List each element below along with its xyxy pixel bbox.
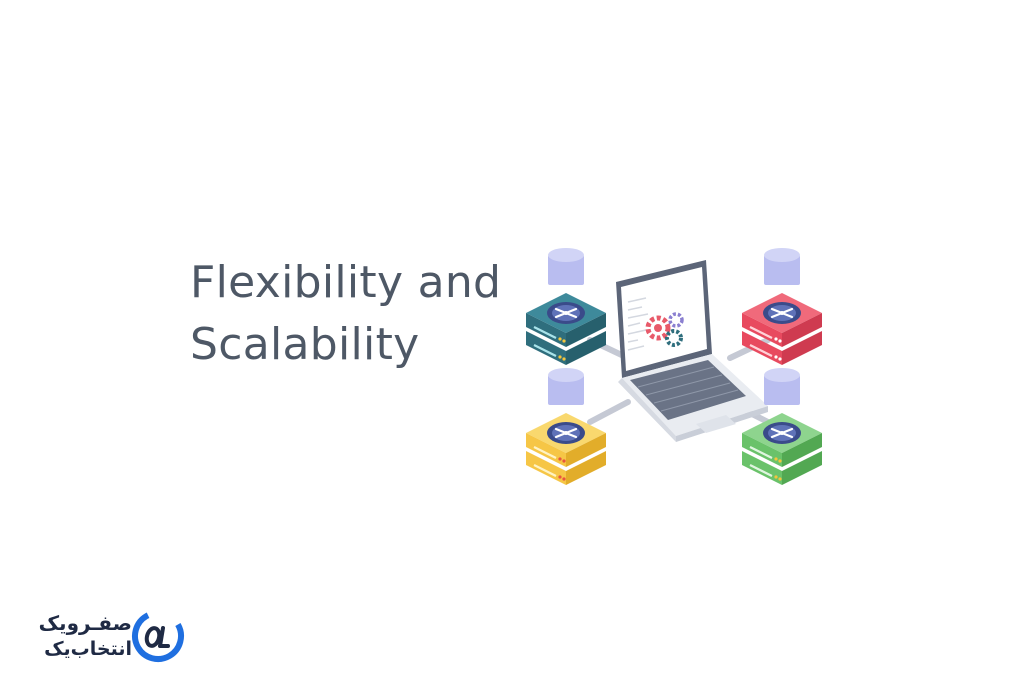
brand-line-1: صفـرویک [38, 611, 132, 635]
server-icon [742, 248, 822, 365]
brand-line-2: انتخاب‌یک [44, 638, 132, 660]
headline: Flexibility and Scalability [190, 252, 501, 376]
brand-watermark: صفـرویک انتخاب‌یک [22, 600, 192, 672]
brand-name: صفـرویک انتخاب‌یک [39, 610, 132, 662]
brand-logo-icon [132, 610, 184, 662]
laptop-icon [616, 260, 768, 442]
server-icon [742, 368, 822, 485]
headline-line-2: Scalability [190, 319, 420, 370]
gear-icon [645, 312, 684, 347]
headline-line-1: Flexibility and [190, 257, 502, 308]
network-illustration [526, 248, 822, 485]
server-icon [526, 368, 606, 485]
server-icon [526, 248, 606, 365]
